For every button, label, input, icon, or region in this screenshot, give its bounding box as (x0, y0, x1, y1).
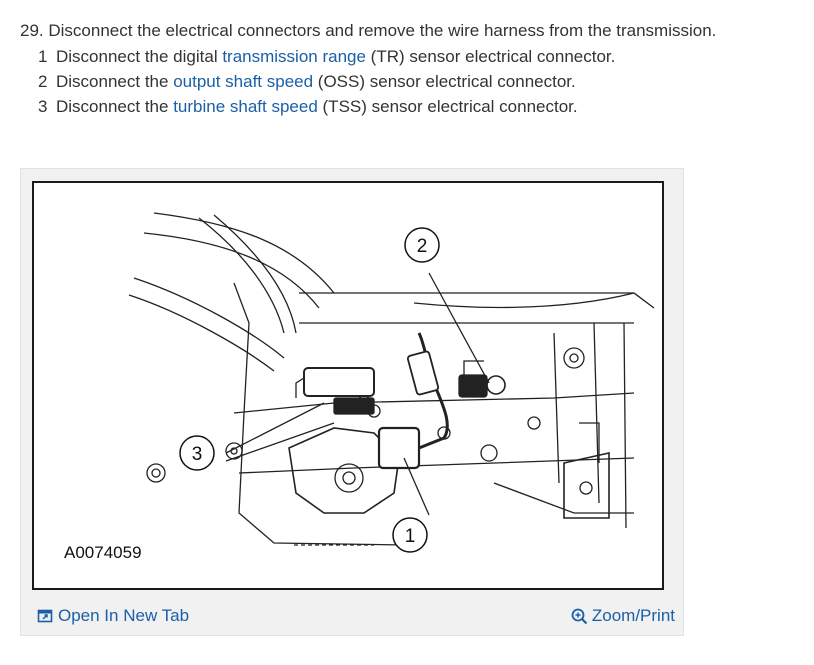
figure-frame: 1 2 3 A0074059 (32, 181, 664, 590)
substep-number: 2 (38, 72, 48, 91)
callout-2 (404, 227, 440, 263)
substep-number: 1 (38, 47, 48, 66)
turbine-shaft-speed-link[interactable]: turbine shaft speed (173, 97, 318, 116)
substep-text-after: (OSS) sensor electrical connector. (313, 72, 576, 91)
callout-1 (392, 517, 428, 553)
output-shaft-speed-link[interactable]: output shaft speed (173, 72, 314, 91)
zoom-in-icon (571, 608, 588, 625)
figure-id: A0074059 (64, 543, 142, 562)
open-new-tab-icon (37, 608, 53, 624)
substep-text-before: Disconnect the (56, 97, 174, 116)
substep-text-after: (TR) sensor electrical connector. (365, 47, 616, 66)
substep-list: 1 Disconnect the digital transmission ran… (38, 44, 615, 119)
open-in-new-tab-button[interactable]: Open In New Tab (37, 606, 189, 626)
substep-text-before: Disconnect the (56, 72, 174, 91)
substep-text-after: (TSS) sensor electrical connector. (317, 97, 578, 116)
substep-item: 1 Disconnect the digital transmission ran… (38, 44, 615, 69)
substep-item: 3 Disconnect the turbine shaft speed (TSS… (38, 94, 615, 119)
callout-1-label: 1 (405, 526, 416, 547)
transmission-range-link[interactable]: transmission range (222, 47, 366, 66)
callout-3 (179, 435, 215, 471)
step-text: Disconnect the electrical connectors and… (48, 21, 717, 40)
open-in-new-tab-label: Open In New Tab (58, 606, 190, 625)
step-number: 29. (20, 21, 44, 40)
substep-text-before: Disconnect the digital (56, 47, 223, 66)
zoom-print-button[interactable]: Zoom/Print (571, 606, 675, 626)
callout-2-label: 2 (417, 236, 428, 257)
zoom-print-label: Zoom/Print (591, 606, 675, 625)
step-heading: 29. Disconnect the electrical connectors… (20, 20, 716, 42)
substep-number: 3 (38, 97, 48, 116)
transmission-illustration: 1 2 3 (128, 212, 655, 553)
substep-item: 2 Disconnect the output shaft speed (OSS)… (38, 69, 615, 94)
callout-3-label: 3 (192, 444, 203, 465)
figure-container: 1 2 3 A0074059 Open In New Tab Zoom/Prin… (20, 168, 684, 636)
